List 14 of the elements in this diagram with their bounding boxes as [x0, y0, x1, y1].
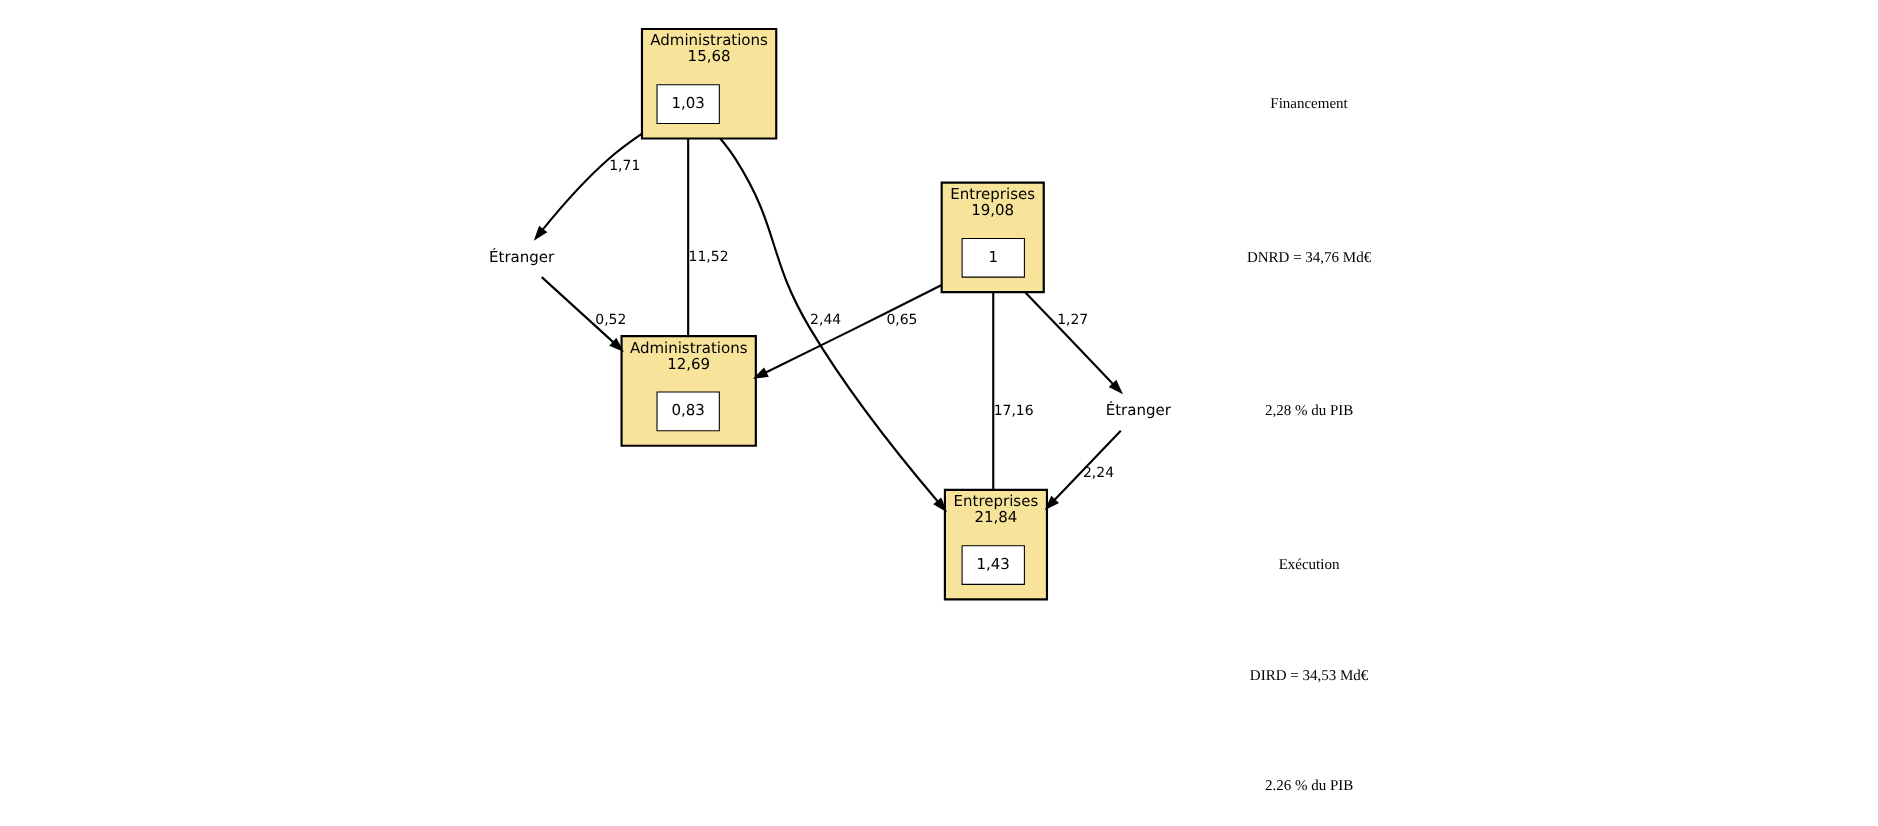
connector [687, 138, 690, 337]
arrow [719, 137, 948, 513]
label: DIRD = 34,53 Md€ [1249, 665, 1369, 684]
connector [992, 292, 995, 490]
label: Financement [1270, 94, 1348, 113]
label: DNRD = 34,76 Md€ [1246, 247, 1372, 266]
label: Exécution [1278, 554, 1340, 573]
arrow [752, 284, 943, 379]
arrow [533, 132, 643, 241]
arrow [1044, 430, 1122, 511]
label: 2.26 % du PIB [1264, 776, 1354, 795]
arrow [541, 276, 624, 352]
label: 2,28 % du PIB [1264, 401, 1354, 420]
arrow [1024, 291, 1123, 395]
